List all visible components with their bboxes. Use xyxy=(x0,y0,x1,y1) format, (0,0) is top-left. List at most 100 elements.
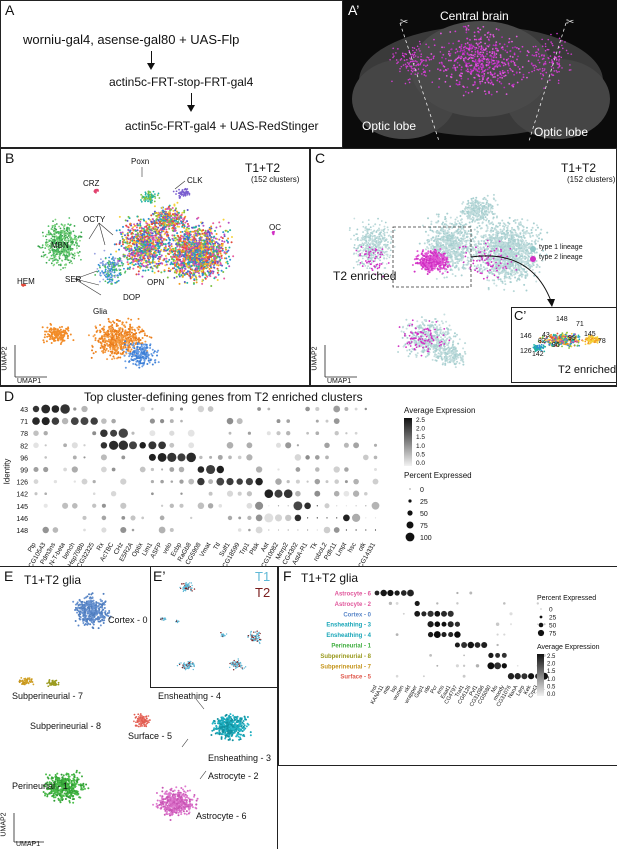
dot xyxy=(333,466,340,473)
dot xyxy=(44,444,47,447)
dot xyxy=(264,489,274,498)
dot xyxy=(345,432,348,435)
dot xyxy=(148,441,157,450)
size-tick: 75 xyxy=(420,523,428,530)
dot xyxy=(365,505,367,507)
dot xyxy=(131,431,135,435)
dot xyxy=(496,643,499,647)
dot xyxy=(197,477,205,486)
row-label: Astrocyte - 2 xyxy=(335,602,372,608)
color-scale-bar xyxy=(537,654,544,696)
dot xyxy=(90,417,98,425)
gene-label: Tk xyxy=(309,541,319,551)
dot xyxy=(422,675,425,678)
dot xyxy=(521,673,528,680)
color-legend-title: Average Expression xyxy=(537,644,600,651)
dot xyxy=(495,652,501,658)
gene-label: lsp xyxy=(390,685,399,694)
size-tick: 25 xyxy=(549,615,557,622)
dot xyxy=(293,501,303,511)
dot xyxy=(283,489,293,499)
dot xyxy=(344,480,348,484)
dot xyxy=(380,589,387,597)
dot xyxy=(475,664,480,668)
dot xyxy=(81,478,88,485)
cluster-id: 146 xyxy=(520,333,532,340)
dot xyxy=(52,527,59,533)
dot xyxy=(41,417,50,426)
dotplot-title: Top cluster-defining genes from T2 enric… xyxy=(84,390,363,404)
dot xyxy=(371,501,380,510)
dot xyxy=(295,490,301,497)
dot xyxy=(148,453,156,461)
y-axis-label: Identity xyxy=(2,458,12,485)
gene-label: Rx xyxy=(96,541,106,552)
dot xyxy=(294,454,302,461)
dot xyxy=(264,513,274,523)
cluster-label: DOP xyxy=(123,293,141,302)
dot xyxy=(120,478,127,485)
dot xyxy=(100,429,108,437)
dot xyxy=(285,514,292,522)
arrow-head-icon xyxy=(187,105,195,112)
dot xyxy=(461,642,468,648)
dot xyxy=(149,418,155,424)
color-tick: 2.0 xyxy=(547,662,556,668)
dot xyxy=(434,610,441,617)
dot xyxy=(121,455,126,460)
dot xyxy=(494,662,502,670)
dot xyxy=(118,428,128,438)
gene-label: Ttl xyxy=(212,541,222,551)
dot xyxy=(447,621,454,628)
dot xyxy=(463,654,465,657)
panel-label: A xyxy=(5,2,15,18)
axis-label-x: UMAP1 xyxy=(17,378,42,385)
row-label: Cortex - 0 xyxy=(343,612,371,618)
cluster-id: 99 xyxy=(568,335,576,342)
dot xyxy=(488,652,494,659)
dot xyxy=(402,612,405,615)
dot xyxy=(228,431,232,435)
size-legend-title: Percent Expressed xyxy=(537,595,597,602)
row-label: Ensheathing - 3 xyxy=(326,623,371,629)
dot xyxy=(436,664,439,667)
gene-label: hsc xyxy=(347,541,358,554)
dot xyxy=(345,505,347,507)
scissors-icon: ✂ xyxy=(566,17,574,28)
cluster-id: 148 xyxy=(556,316,568,323)
optic-lobe-right-label: Optic lobe xyxy=(534,125,589,139)
dot xyxy=(226,490,234,497)
dot xyxy=(151,407,154,411)
dot xyxy=(208,491,213,496)
color-tick: 2.0 xyxy=(416,426,425,433)
dot xyxy=(268,505,270,507)
axis-label-y: UMAP2 xyxy=(311,346,319,371)
dot xyxy=(118,440,129,451)
panel-b: B T1+T2 (152 clusters) Poxn CRZ CLK OCTY… xyxy=(0,148,310,386)
dot xyxy=(454,621,461,627)
size-key-dot xyxy=(537,629,545,637)
dot xyxy=(33,442,39,449)
dot xyxy=(167,452,177,462)
dot xyxy=(101,418,107,424)
glia-umap xyxy=(13,592,252,843)
cluster-label: OC xyxy=(269,223,281,232)
dot xyxy=(101,466,107,473)
dot xyxy=(333,490,340,497)
dot xyxy=(150,480,154,484)
dot xyxy=(188,442,195,449)
dot xyxy=(336,517,338,519)
dot xyxy=(207,503,214,509)
dot xyxy=(316,505,318,507)
dot xyxy=(351,513,361,523)
dot xyxy=(325,419,329,423)
dot xyxy=(277,505,280,507)
panel-d: D Top cluster-defining genes from T2 enr… xyxy=(0,386,617,566)
dot xyxy=(266,431,271,436)
dot xyxy=(169,528,174,532)
dot xyxy=(333,405,341,413)
scissors-icon: ✂ xyxy=(400,17,408,28)
dot xyxy=(92,431,97,436)
panel-c: C T1+T2 (152 clusters) type 1 lineage ty… xyxy=(310,148,617,386)
dot xyxy=(429,654,432,657)
